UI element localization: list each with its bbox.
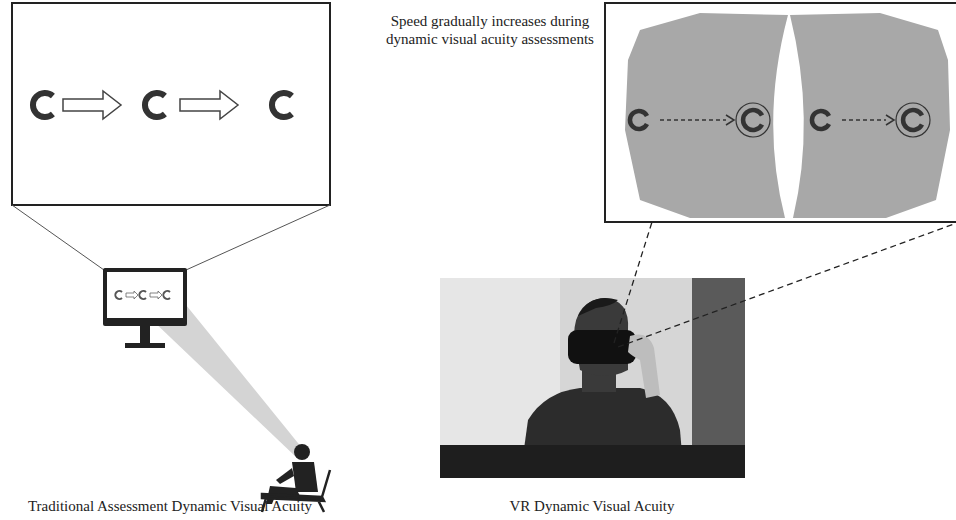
landolt-c	[139, 291, 146, 299]
block-arrow	[126, 291, 138, 299]
zoom-line	[12, 205, 104, 270]
vr-headset	[568, 330, 636, 364]
landolt-c	[163, 291, 170, 299]
zoom-line	[614, 222, 652, 343]
target-circle	[736, 103, 770, 137]
landolt-c	[115, 291, 122, 299]
monitor-screen	[107, 272, 183, 318]
arrow-head	[886, 115, 894, 125]
landolt-c	[33, 93, 53, 117]
photo-desk-monitor	[440, 445, 745, 478]
person-hand	[628, 335, 660, 399]
zoom-panel	[12, 3, 330, 205]
speed-note: Speed gradually increases during dynamic…	[385, 12, 595, 48]
panel-caption: Traditional Assessment Dynamic Visual Ac…	[0, 497, 340, 515]
monitor-base	[125, 343, 165, 348]
view-beam	[150, 305, 302, 457]
landolt-c	[903, 110, 922, 130]
landolt-c	[743, 110, 762, 130]
photo-background	[440, 278, 745, 478]
zoom-line	[186, 205, 330, 270]
target-circle	[896, 103, 930, 137]
landolt-c	[630, 111, 647, 129]
block-arrow	[150, 291, 162, 299]
lens-view-left	[625, 13, 788, 218]
zoom-line	[618, 224, 954, 347]
person-hair	[578, 298, 618, 316]
block-arrow	[180, 91, 238, 119]
person-head	[294, 444, 310, 460]
lens-view-right	[790, 13, 950, 218]
zoom-panel	[605, 3, 956, 222]
landolt-c	[272, 93, 292, 117]
monitor	[103, 268, 187, 326]
arrow-head	[726, 115, 734, 125]
motion-arrow	[842, 119, 886, 121]
person-arm	[276, 468, 294, 484]
panel-caption: VR Dynamic Visual Acuity	[442, 497, 742, 515]
motion-arrow	[660, 119, 726, 121]
photo-doorway	[692, 278, 745, 448]
landolt-c	[145, 93, 165, 117]
monitor-stand	[140, 326, 150, 344]
block-arrow	[63, 91, 121, 119]
landolt-c	[812, 111, 829, 129]
person-torso	[292, 462, 318, 492]
